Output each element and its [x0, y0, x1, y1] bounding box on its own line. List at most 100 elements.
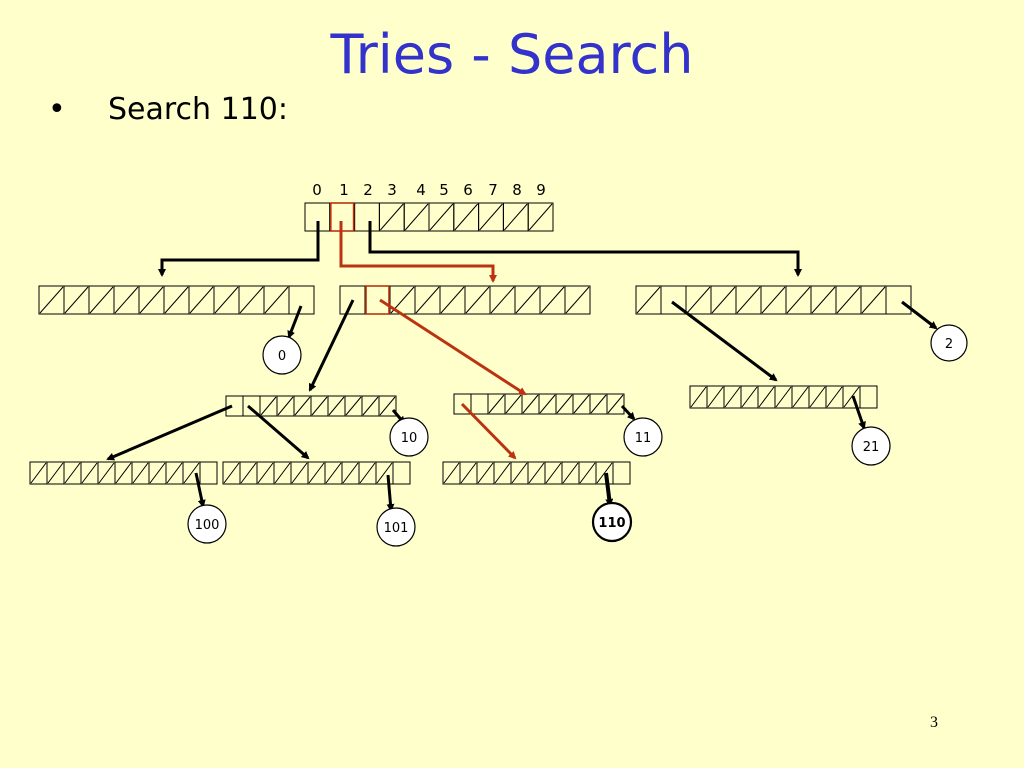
null-pointer-slash: [291, 462, 308, 484]
arrow-node1-0: [308, 299, 355, 392]
null-pointer-slash: [775, 386, 792, 408]
index-label: 6: [463, 181, 473, 199]
null-pointer-slash: [189, 286, 214, 314]
null-pointer-slash: [294, 396, 311, 416]
null-pointer-slash: [345, 396, 362, 416]
level3-arrows: [194, 472, 614, 512]
node-root: [304, 202, 554, 232]
arrow-root-1: [339, 221, 497, 283]
null-pointer-slash: [565, 286, 590, 314]
leaf-101: 101: [376, 507, 416, 547]
search-path-cell: [365, 285, 390, 315]
null-pointer-slash: [30, 462, 47, 484]
null-pointer-slash: [826, 386, 843, 408]
null-pointer-slash: [607, 394, 624, 414]
null-pointer-slash: [308, 462, 325, 484]
array-cell: [564, 285, 591, 315]
null-pointer-slash: [311, 396, 328, 416]
slide-title: Tries - Search: [330, 23, 694, 86]
array-cell: [606, 393, 625, 415]
arrow-node0-leaf: [287, 305, 303, 339]
arrow-node10-0: [106, 404, 233, 461]
node-2: [635, 285, 912, 315]
node-100: [29, 461, 218, 485]
null-pointer-slash: [836, 286, 861, 314]
leaf-110: 110: [591, 501, 633, 543]
null-pointer-slash: [325, 462, 342, 484]
null-pointer-slash: [579, 462, 596, 484]
arrow-node11-0: [460, 402, 517, 460]
node-1: [339, 285, 591, 315]
null-pointer-slash: [494, 462, 511, 484]
index-label: 7: [488, 181, 498, 199]
null-pointer-slash: [811, 286, 836, 314]
array-cell: [378, 395, 397, 417]
null-pointer-slash: [809, 386, 826, 408]
arrow-node10-1: [247, 404, 310, 460]
null-pointer-slash: [454, 203, 478, 231]
arrow-node1-1: [379, 298, 527, 396]
array-cell: [288, 285, 315, 315]
index-label: 1: [339, 181, 349, 199]
leaf-label: 100: [195, 518, 220, 533]
node-21: [689, 385, 878, 409]
null-pointer-slash: [98, 462, 115, 484]
bullet-item: •Search 110:: [48, 92, 288, 127]
leaf-0: 0: [262, 335, 302, 375]
array-cell: [470, 393, 489, 415]
arrow-node101-leaf: [386, 474, 395, 512]
arrow-node2-1: [671, 300, 778, 382]
null-pointer-slash: [724, 386, 741, 408]
null-pointer-slash: [528, 203, 553, 231]
null-pointer-slash: [362, 396, 379, 416]
index-label: 0: [312, 181, 322, 199]
null-pointer-slash: [596, 462, 613, 484]
null-pointer-slash: [488, 394, 505, 414]
null-pointer-slash: [539, 394, 556, 414]
null-pointer-slash: [490, 286, 515, 314]
leaf-10: 10: [389, 417, 429, 457]
page-number: 3: [930, 714, 938, 731]
null-pointer-slash: [379, 396, 396, 416]
leaf-label: 11: [635, 431, 652, 446]
null-pointer-slash: [573, 394, 590, 414]
null-pointer-slash: [562, 462, 579, 484]
null-pointer-slash: [707, 386, 724, 408]
null-pointer-slash: [39, 286, 64, 314]
leaf-100: 100: [187, 504, 227, 544]
leaf-label: 0: [278, 349, 286, 364]
null-pointer-slash: [89, 286, 114, 314]
index-label: 4: [416, 181, 426, 199]
null-pointer-slash: [264, 286, 289, 314]
null-pointer-slash: [64, 286, 89, 314]
node-101: [222, 461, 411, 485]
null-pointer-slash: [465, 286, 490, 314]
null-pointer-slash: [505, 394, 522, 414]
null-pointer-slash: [690, 386, 707, 408]
null-pointer-slash: [115, 462, 132, 484]
null-pointer-slash: [223, 462, 240, 484]
leaf-label: 2: [945, 337, 953, 352]
null-pointer-slash: [47, 462, 64, 484]
null-pointer-slash: [686, 286, 711, 314]
null-pointer-slash: [260, 396, 277, 416]
null-pointer-slash: [139, 286, 164, 314]
bullet-dot: •: [48, 92, 66, 127]
null-pointer-slash: [636, 286, 661, 314]
null-pointer-slash: [504, 203, 528, 231]
index-label: 2: [363, 181, 373, 199]
null-pointer-slash: [758, 386, 775, 408]
node-10: [225, 395, 397, 417]
null-pointer-slash: [277, 396, 294, 416]
index-label: 8: [512, 181, 522, 199]
arrow-root-2: [368, 221, 802, 277]
index-label: 5: [439, 181, 449, 199]
array-cell: [859, 385, 878, 409]
null-pointer-slash: [761, 286, 786, 314]
null-pointer-slash: [328, 396, 345, 416]
null-pointer-slash: [359, 462, 376, 484]
array-cell: [354, 202, 380, 232]
null-pointer-slash: [214, 286, 239, 314]
null-pointer-slash: [239, 286, 264, 314]
